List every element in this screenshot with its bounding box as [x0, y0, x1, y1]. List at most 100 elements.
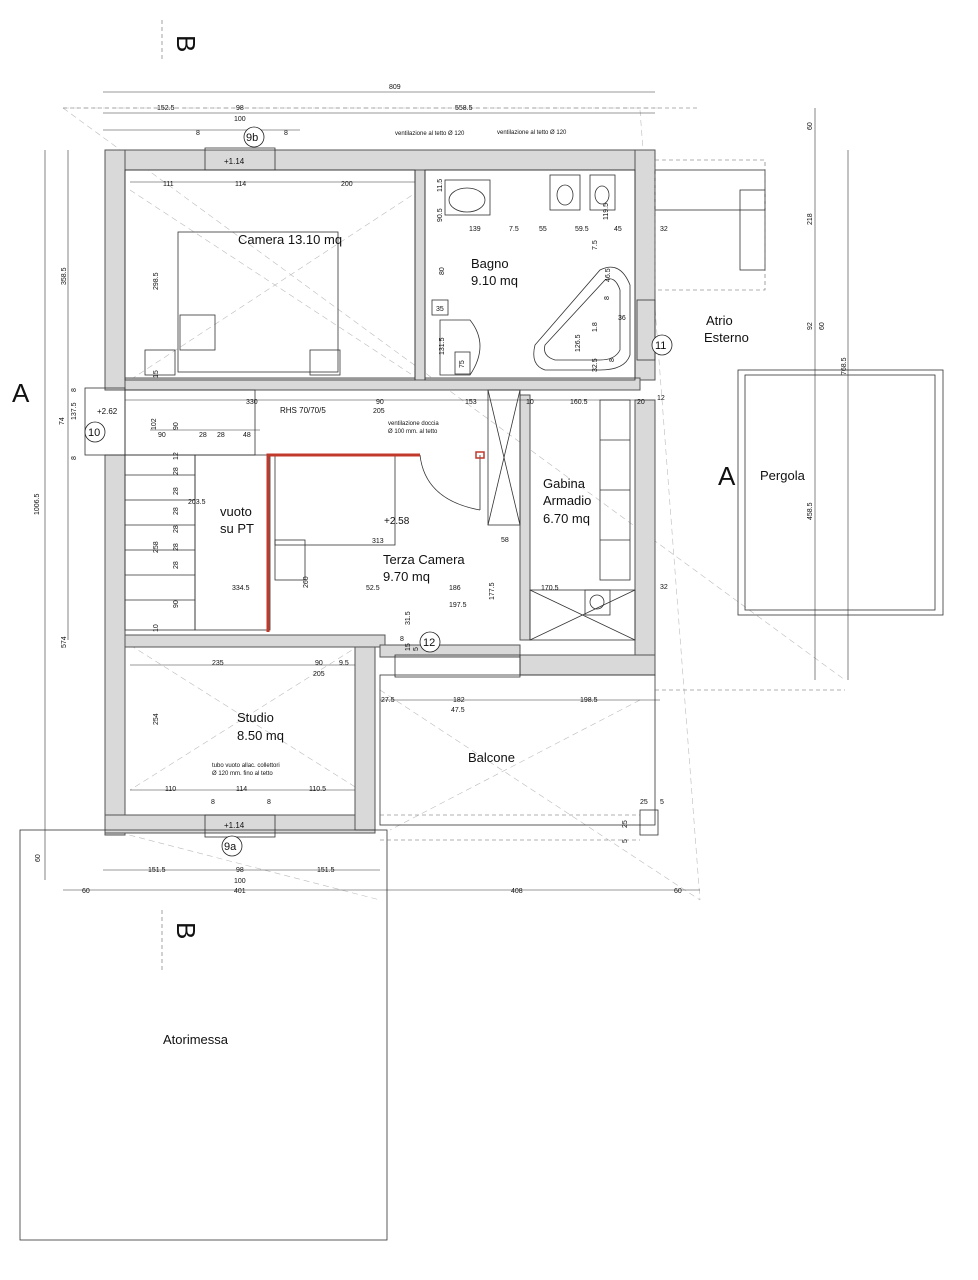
dim-label: 8	[196, 130, 200, 137]
dim-label: 8	[71, 456, 78, 460]
marker-12	[419, 631, 441, 653]
dim-label: 27.5	[381, 697, 395, 704]
note-tubo-2: Ø 120 mm. fino al tetto	[212, 771, 273, 777]
dim-label: 110.5	[309, 786, 326, 793]
walls	[104, 149, 656, 836]
room-gabina-area: 6.70 mq	[543, 511, 590, 526]
dashed-outlines	[63, 20, 845, 970]
dim-label: 203.5	[188, 499, 206, 506]
dim-label: 98	[236, 867, 244, 874]
dim-label: 28	[173, 467, 180, 475]
dim-label: 151.5	[148, 867, 166, 874]
dim-label: 1006.5	[34, 493, 41, 515]
dim-label: 15	[153, 370, 160, 378]
dim-label: 114	[235, 181, 246, 188]
dim-label: 32	[660, 584, 668, 591]
dim-label: 182	[453, 697, 465, 704]
dim-label: 11.5	[437, 179, 444, 192]
section-marks: A A B B	[12, 35, 736, 939]
dim-label: 408	[511, 888, 523, 895]
dim-label: 32	[660, 226, 668, 233]
dim-label: 74	[59, 417, 66, 425]
marker-9a	[221, 835, 243, 857]
room-camera: Camera 13.10 mq	[238, 232, 342, 247]
room-studio-name: Studio	[237, 710, 274, 725]
dim-label: 177.5	[489, 582, 496, 600]
dim-label: 258	[153, 541, 160, 553]
notes: RHS 70/70/5 ventilazione al tetto Ø 120 …	[212, 130, 567, 777]
note-vent-2: ventilazione al tetto Ø 120	[497, 130, 567, 136]
dim-label: 5	[622, 839, 629, 843]
dim-label: 28	[173, 487, 180, 495]
dim-label: 8	[609, 358, 616, 362]
dim-label: 90	[376, 399, 384, 406]
dim-label: 28	[173, 507, 180, 515]
dim-label: 12	[657, 395, 665, 402]
marker-11	[651, 334, 673, 356]
section-a-left: A	[12, 378, 30, 408]
dim-label: 8	[284, 130, 288, 137]
dim-label: 28	[199, 432, 207, 439]
room-terza-name: Terza Camera	[383, 552, 465, 567]
dim-label: 58	[501, 537, 509, 544]
room-vuoto-name: vuoto	[220, 504, 252, 519]
dim-label: 558.5	[455, 105, 473, 112]
dim-label: 80	[439, 267, 446, 275]
note-beam: RHS 70/70/5	[280, 406, 326, 415]
dim-label: 35	[436, 306, 444, 313]
section-b-top: B	[171, 35, 201, 52]
dim-label: 151.5	[317, 867, 335, 874]
dim-label: 197.5	[449, 602, 467, 609]
dim-label: 47.5	[451, 707, 465, 714]
dim-label: 9.5	[339, 660, 349, 667]
levels: +1.14 +1.14 +2.62 +2.58	[97, 157, 410, 830]
dim-label: 25	[622, 820, 629, 828]
dim-label: 90	[315, 660, 323, 667]
marker-11-label: 11	[655, 340, 666, 352]
dim-label: 60	[82, 888, 90, 895]
room-atrio-name: Atrio	[706, 313, 733, 328]
dim-label: 1.8	[592, 322, 599, 332]
room-studio-area: 8.50 mq	[237, 728, 284, 743]
dim-label: 139	[469, 226, 481, 233]
dim-label: 205	[373, 408, 385, 415]
dim-label: 92	[807, 322, 814, 330]
dim-label: 200	[341, 181, 353, 188]
dim-label: 298.5	[153, 272, 160, 290]
dim-label: 32.5	[592, 358, 599, 372]
room-bagno-area: 9.10 mq	[471, 273, 518, 288]
marker-9b	[243, 126, 265, 148]
marker-12-label: 12	[423, 637, 435, 649]
dim-label: 90.5	[437, 208, 444, 222]
dim-label: 12	[173, 452, 180, 460]
room-autorimessa: Atorimessa	[163, 1032, 229, 1047]
dim-label: 75	[459, 360, 466, 368]
dim-label: 28	[173, 525, 180, 533]
marker-9a-label: 9a	[224, 841, 237, 853]
level-bottom: +1.14	[224, 821, 245, 830]
markers: 9b 9a 10 11 12	[84, 126, 673, 857]
level-top: +1.14	[224, 157, 245, 166]
dim-label: 45	[614, 226, 622, 233]
dim-label: 205	[313, 671, 325, 678]
dimension-lines	[44, 91, 849, 891]
dim-label: 20	[637, 399, 645, 406]
dim-label: 10	[153, 624, 160, 632]
room-gabina-name: Gabina	[543, 476, 586, 491]
dim-label: 98	[236, 105, 244, 112]
marker-10-label: 10	[88, 427, 100, 439]
dim-label: 48	[243, 432, 251, 439]
level-center: +2.58	[384, 516, 410, 527]
dim-label: 8	[604, 296, 611, 300]
room-balcone: Balcone	[468, 750, 515, 765]
dim-label: 131.5	[439, 337, 446, 355]
room-atrio-name-2: Esterno	[704, 330, 749, 345]
dim-label: 28	[217, 432, 225, 439]
room-terza-area: 9.70 mq	[383, 569, 430, 584]
room-labels: Camera 13.10 mq Bagno 9.10 mq Atrio Este…	[163, 232, 806, 1047]
dim-label: 186	[449, 585, 461, 592]
note-doccia-2: Ø 100 mm. al tetto	[388, 429, 438, 435]
level-left: +2.62	[97, 407, 118, 416]
dim-label: 111	[163, 181, 174, 188]
dim-label: 46.5	[605, 268, 612, 282]
